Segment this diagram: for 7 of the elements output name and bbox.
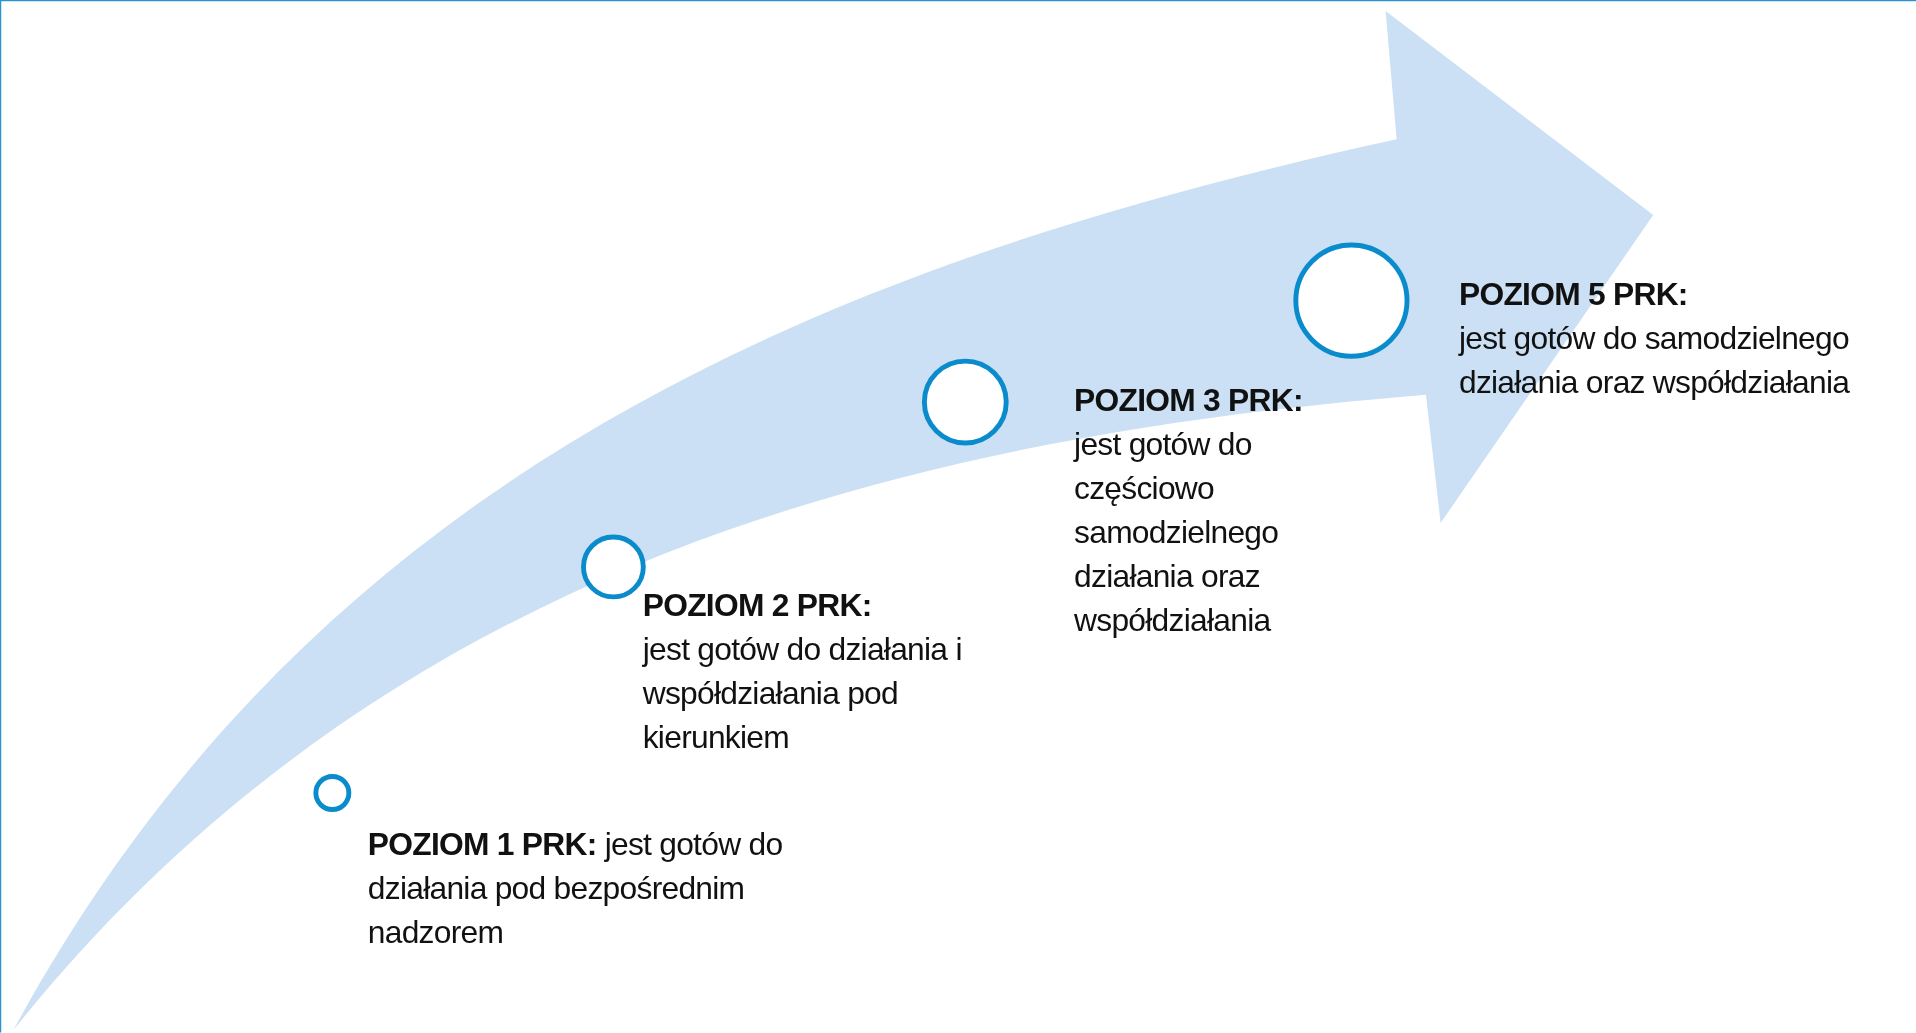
- level-description: jest gotów do częściowo samodzielnego działania oraz współdziałania: [1074, 424, 1280, 640]
- level-heading: POZIOM 2 PRK:: [642, 585, 873, 626]
- level-heading: POZIOM 3 PRK:: [1074, 380, 1304, 420]
- level-description: POZIOM 1 PRK: jest gotów do działania pod bezpośrednim nadzorem: [367, 825, 784, 953]
- level-description: jest gotów do samodzielnego działania oraz współdziałania: [1458, 319, 1851, 403]
- level-description: jest gotów do działania i współdziałania pod kierunkiem: [642, 629, 963, 758]
- level-heading: POZIOM 5 PRK:: [1458, 275, 1689, 315]
